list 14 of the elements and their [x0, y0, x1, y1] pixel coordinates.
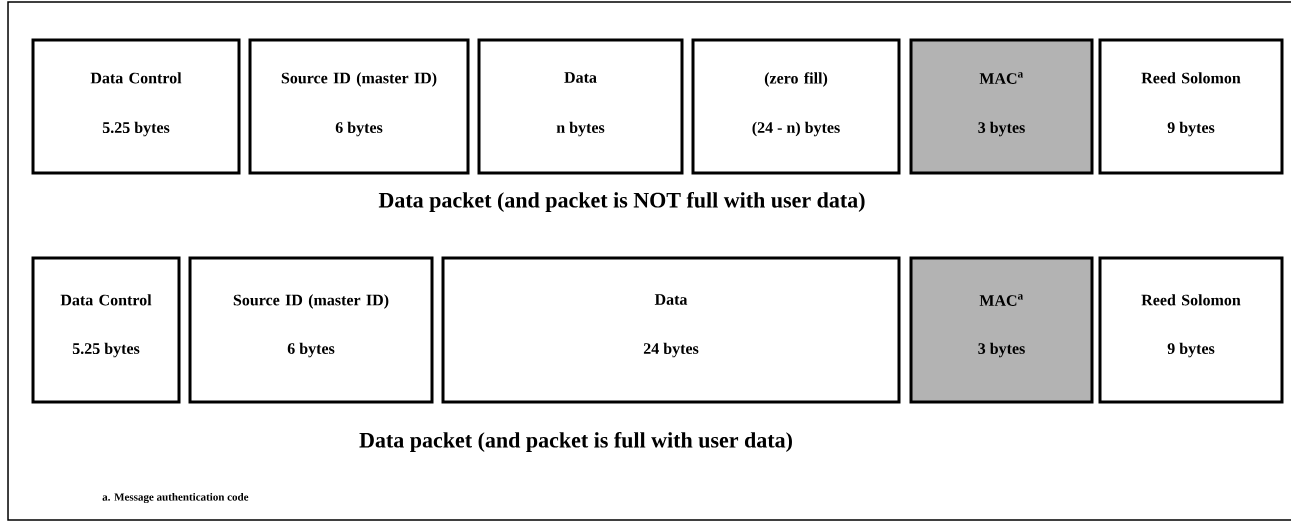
- field-box: Data n bytes: [477, 38, 684, 175]
- field-box: MAC$^{a}$ 3 bytes: [909, 256, 1094, 404]
- field-box: Reed Solomon 9 bytes: [1098, 38, 1284, 175]
- field-box: (zero fill) (24 - n) bytes: [691, 38, 901, 175]
- caption: Data packet (and packet is full with user data): [359, 431, 792, 453]
- field-box: Reed Solomon 9 bytes: [1098, 256, 1284, 404]
- field-box: Data 24 bytes: [441, 256, 901, 404]
- field-box: Data Control 5.25 bytes: [31, 38, 241, 175]
- field-box: Source ID (master ID) 6 bytes: [248, 38, 470, 175]
- field-box: Source ID (master ID) 6 bytes: [188, 256, 434, 404]
- field-box: Data Control 5.25 bytes: [31, 256, 181, 404]
- footnote: a. Message authentication code: [102, 492, 249, 503]
- caption: Data packet (and packet is NOT full with user data): [378, 191, 865, 213]
- field-box: MAC$^{a}$ 3 bytes: [909, 38, 1094, 175]
